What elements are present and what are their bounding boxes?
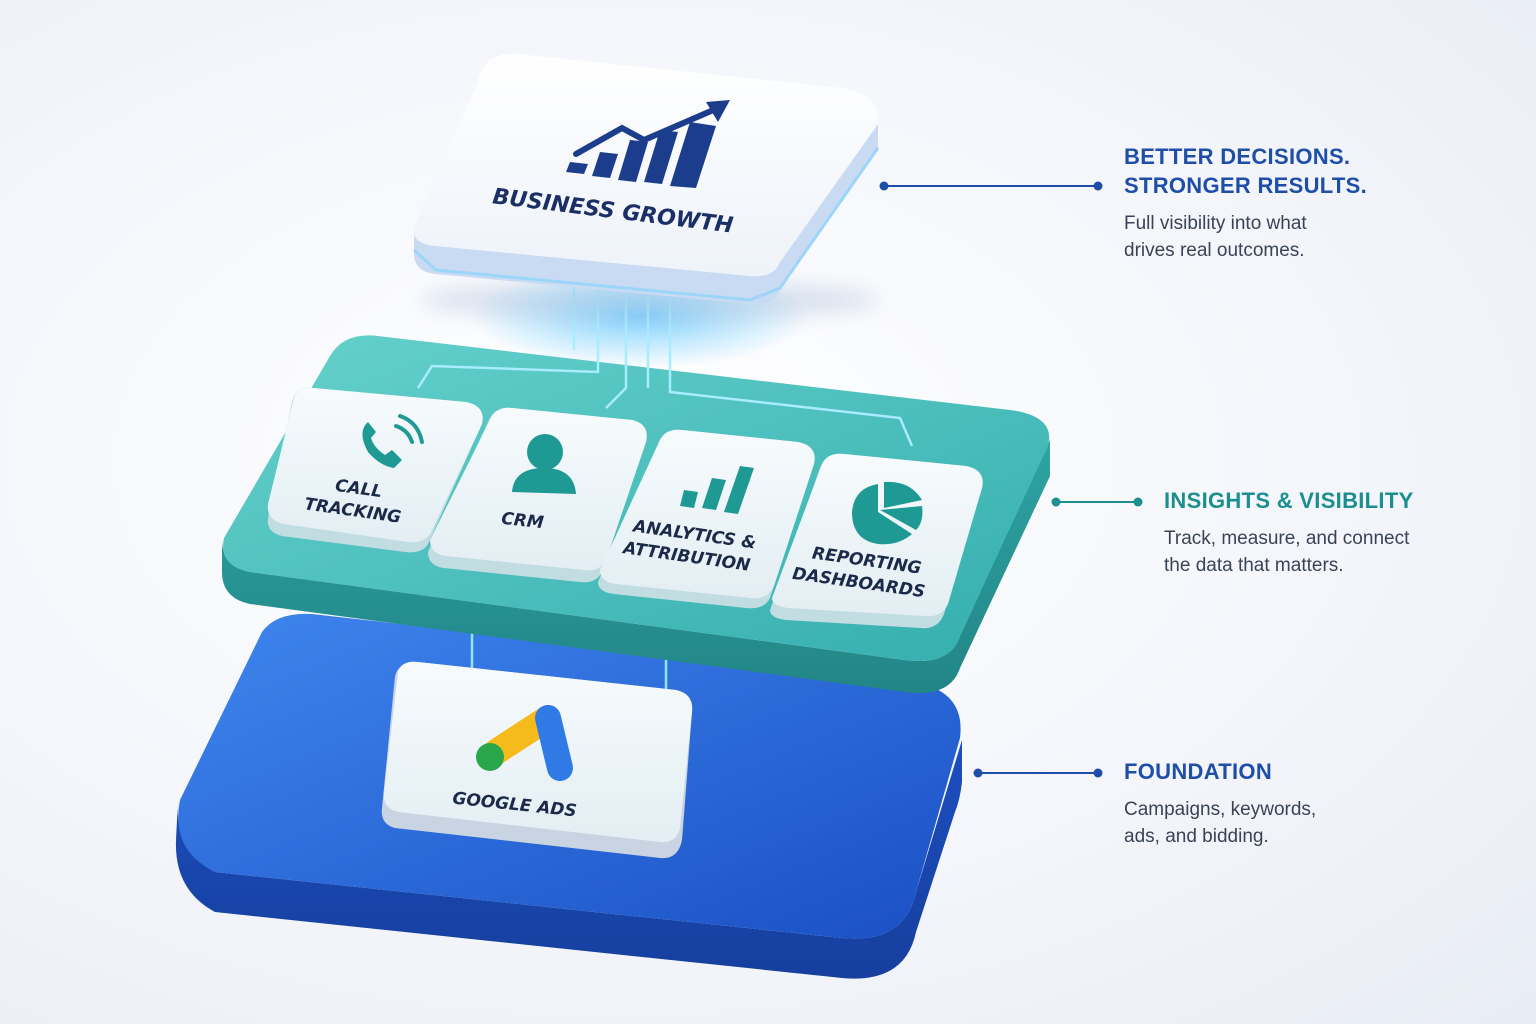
leader-line-top bbox=[879, 181, 1103, 191]
annotation-top-description: Full visibility into what drives real ou… bbox=[1124, 213, 1307, 261]
leader-line-bottom bbox=[973, 768, 1103, 778]
insights-slab-side bbox=[222, 440, 1050, 693]
annotation-top-title: BETTER DECISIONS. STRONGER RESULTS. bbox=[1124, 144, 1368, 198]
annotation-top: BETTER DECISIONS. STRONGER RESULTS. Full… bbox=[1124, 142, 1367, 264]
google-ads-card[interactable]: GOOGLE ADS bbox=[381, 661, 693, 859]
phone-icon bbox=[362, 414, 424, 468]
analytics-attribution-card[interactable]: ANALYTICS & ATTRIBUTION bbox=[598, 429, 815, 609]
crm-label: CRM bbox=[500, 509, 544, 533]
business-growth-card[interactable]: BUSINESS GROWTH bbox=[412, 53, 880, 320]
pie-chart-icon bbox=[852, 481, 923, 545]
bar-chart-icon bbox=[680, 466, 754, 514]
user-icon bbox=[512, 434, 576, 494]
annotation-middle: INSIGHTS & VISIBILITY Track, measure, an… bbox=[1164, 486, 1414, 579]
leader-line-middle bbox=[1051, 497, 1143, 507]
annotation-bottom: FOUNDATION Campaigns, keywords, ads, and… bbox=[1124, 757, 1316, 850]
foundation-slab-side bbox=[175, 740, 962, 979]
annotation-bottom-title: FOUNDATION bbox=[1124, 759, 1273, 784]
annotation-middle-description: Track, measure, and connect the data tha… bbox=[1164, 528, 1410, 576]
call-tracking-card[interactable]: CALL TRACKING bbox=[267, 387, 483, 553]
reporting-dashboards-card[interactable]: REPORTING DASHBOARDS bbox=[770, 453, 983, 629]
google-ads-logo-icon bbox=[476, 705, 573, 781]
annotation-middle-title: INSIGHTS & VISIBILITY bbox=[1164, 488, 1414, 513]
growth-chart-icon bbox=[566, 100, 730, 188]
crm-card[interactable]: CRM bbox=[428, 407, 647, 583]
annotation-bottom-description: Campaigns, keywords, ads, and bidding. bbox=[1124, 799, 1317, 847]
